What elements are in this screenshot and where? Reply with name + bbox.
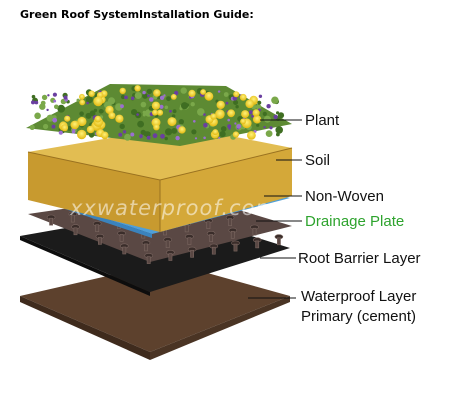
soil-layer — [27, 126, 293, 232]
label-waterproof-primary: Primary (cement) — [301, 308, 417, 325]
label-non-woven: Non-Woven — [305, 188, 384, 205]
label-drainage-plate: Drainage Plate — [305, 213, 405, 230]
plant-layer — [26, 84, 292, 146]
label-plant: Plant — [305, 112, 340, 129]
watermark: xxwaterproof.com — [70, 196, 277, 220]
label-soil: Soil — [305, 152, 331, 169]
leader-lines — [248, 119, 302, 299]
label-waterproof-layer: Waterproof Layer — [301, 288, 417, 305]
waterproof-layer — [20, 262, 290, 360]
diagram-title: Green Roof SystemInstallation Guide: — [20, 8, 254, 21]
label-root-barrier: Root Barrier Layer — [298, 250, 421, 267]
